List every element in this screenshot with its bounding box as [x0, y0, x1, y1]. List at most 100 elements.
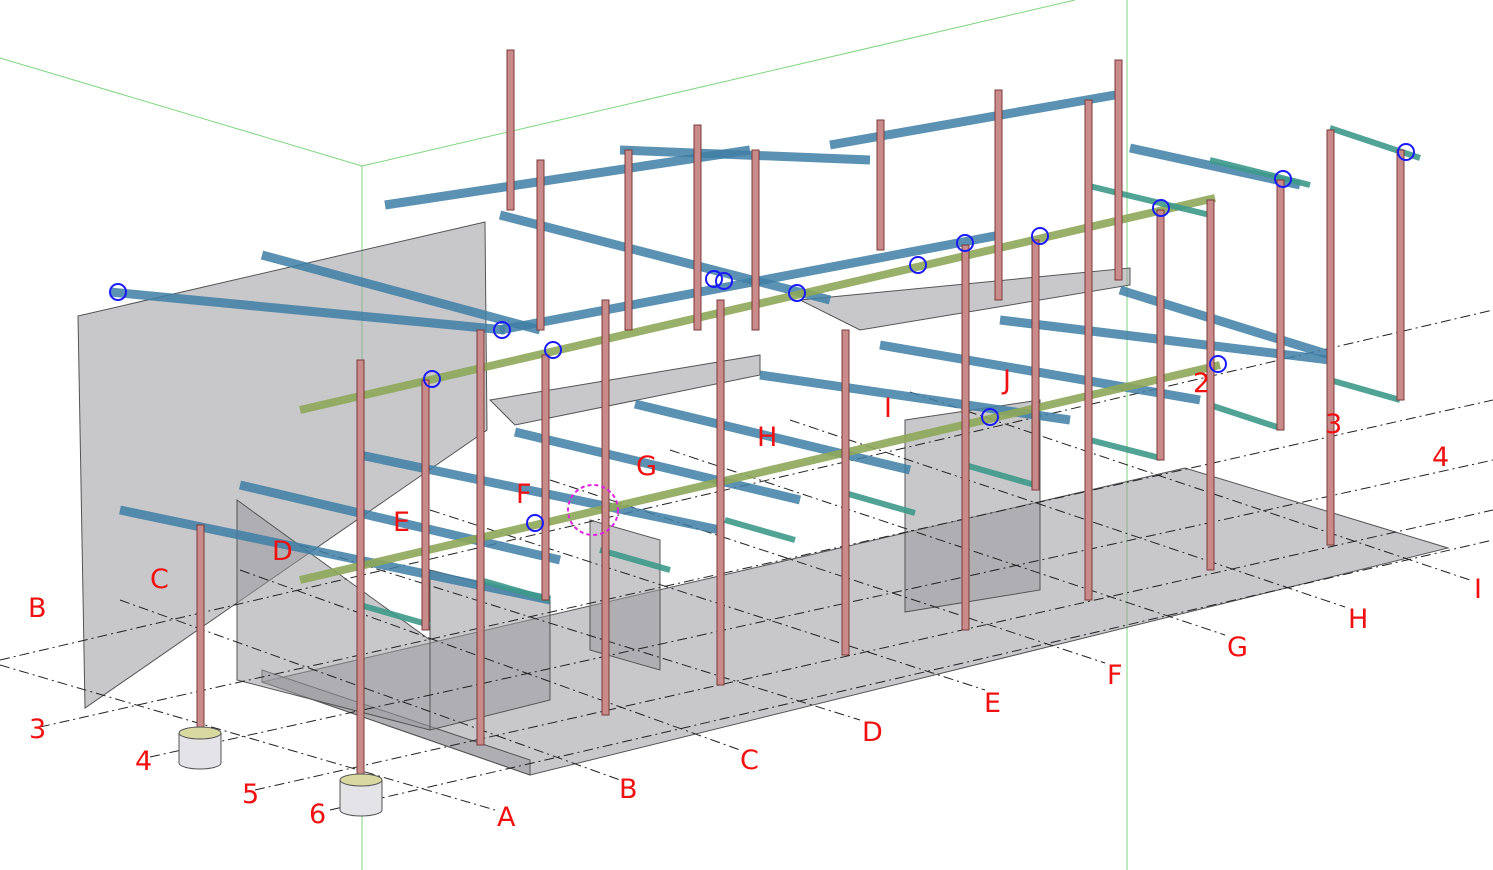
steel-beam	[499, 230, 1001, 335]
grid-line	[909, 391, 1471, 581]
connection-marker-icon	[493, 321, 511, 339]
grid-label-B-left: B	[28, 593, 47, 624]
grid-label-I: I	[1474, 574, 1482, 605]
secondary-beam	[479, 577, 551, 603]
secondary-beam	[964, 462, 1036, 488]
grid-label-E: E	[984, 688, 1001, 719]
steel-beam	[879, 340, 1201, 405]
steel-column	[716, 299, 725, 686]
concrete-wall[interactable]	[77, 221, 488, 709]
steel-column	[541, 354, 550, 601]
connection-marker-icon	[109, 283, 127, 301]
steel-girder	[299, 361, 1221, 584]
connection-marker-icon	[705, 270, 723, 288]
grid-line	[149, 459, 1493, 758]
grid-label-D: D	[862, 717, 883, 748]
steel-beam	[513, 427, 802, 505]
grid-label-2-top: 2	[1193, 368, 1210, 399]
connection-marker-icon	[526, 514, 544, 532]
selected-detail-icon[interactable]	[567, 484, 619, 536]
steel-column	[1031, 239, 1040, 491]
secondary-beam	[1089, 437, 1161, 461]
grid-label-A: A	[497, 802, 516, 833]
grid-label-4: 4	[135, 746, 152, 777]
grid-label-C: C	[740, 745, 759, 776]
steel-column	[961, 244, 970, 631]
steel-column	[693, 124, 702, 331]
grid-label-F: F	[1107, 660, 1123, 691]
level-label-J: J	[1001, 365, 1011, 396]
grid-line	[299, 544, 861, 721]
connection-marker-icon	[423, 370, 441, 388]
grid-line	[254, 509, 1493, 791]
grid-label-B: B	[619, 774, 638, 805]
secondary-beam	[1329, 125, 1421, 161]
columns	[196, 49, 1405, 781]
steel-column	[1084, 99, 1093, 601]
connection-markers[interactable]	[109, 143, 1415, 532]
steel-column	[421, 379, 430, 631]
steel-column	[1156, 209, 1165, 461]
secondary-beam	[1209, 157, 1311, 188]
grid-line	[239, 569, 741, 751]
grid-line	[669, 449, 1226, 636]
steel-column	[841, 329, 850, 656]
steel-column	[1206, 199, 1215, 571]
level-label-G: G	[636, 451, 657, 482]
grid-label-4-top: 4	[1432, 442, 1449, 473]
steel-column	[876, 119, 885, 251]
secondary-beam	[844, 490, 916, 516]
grid-line	[429, 509, 986, 691]
grid-label-5: 5	[242, 779, 259, 810]
steel-column	[1396, 149, 1405, 401]
level-label-H: H	[757, 422, 777, 453]
steel-column	[751, 149, 760, 331]
pier-footings[interactable]	[178, 726, 383, 817]
steel-beam	[498, 210, 832, 305]
steel-column	[1326, 129, 1335, 546]
grid-line	[789, 419, 1346, 608]
level-label-E: E	[393, 507, 410, 538]
secondary-beam	[1084, 182, 1211, 218]
grid-label-3: 3	[29, 714, 46, 745]
steel-column	[536, 159, 545, 331]
steel-column	[1114, 59, 1123, 281]
grid-labels: A B C D E F G H I 3 4 5 6 2 3 4 B C D E …	[28, 365, 1482, 833]
grid-label-C-left: C	[150, 564, 169, 595]
steel-beam	[1118, 285, 1332, 360]
secondary-beam	[1209, 402, 1281, 431]
connection-marker-icon	[1031, 227, 1049, 245]
secondary-beam	[1329, 377, 1401, 403]
steel-beam	[384, 145, 751, 210]
connection-marker-icon	[1274, 170, 1292, 188]
grid-label-3-top: 3	[1325, 409, 1342, 440]
steel-column	[601, 299, 610, 716]
connection-marker-icon	[1397, 143, 1415, 161]
steel-beam	[633, 399, 912, 475]
level-label-D: D	[272, 536, 293, 567]
connection-marker-icon	[956, 234, 974, 252]
grid-label-H: H	[1348, 604, 1368, 635]
grid-label-6: 6	[309, 799, 326, 830]
steel-column	[196, 524, 205, 731]
steel-beam	[238, 480, 562, 565]
steel-column	[356, 359, 365, 781]
secondary-beam	[359, 602, 431, 628]
secondary-beam	[599, 547, 671, 573]
connection-marker-icon	[1209, 355, 1227, 373]
level-label-F: F	[516, 479, 532, 510]
grid-line	[329, 539, 1493, 811]
steel-beam	[260, 250, 542, 335]
steel-column	[476, 329, 485, 746]
grid-label-G: G	[1227, 632, 1248, 663]
steel-beam	[109, 287, 506, 335]
connection-marker-icon	[544, 341, 562, 359]
steel-beam	[359, 450, 721, 535]
connection-marker-icon	[909, 256, 927, 274]
steel-beam	[829, 90, 1116, 150]
steel-column	[1276, 179, 1285, 431]
steel-beam	[1129, 143, 1301, 190]
connection-marker-icon	[1152, 199, 1170, 217]
grid-line	[0, 664, 496, 811]
